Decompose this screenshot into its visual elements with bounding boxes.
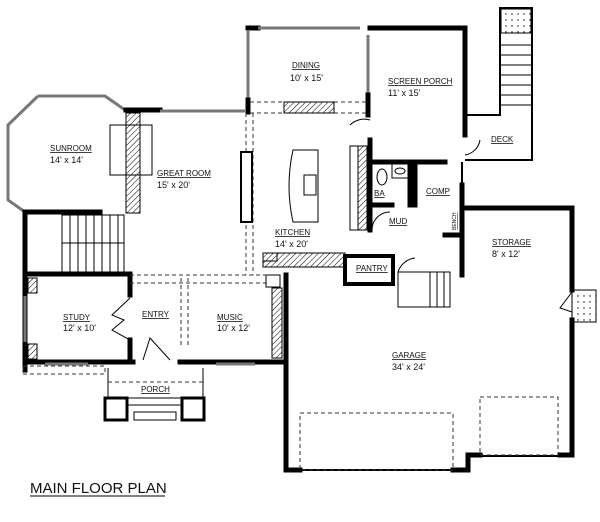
- room-label-storage: STORAGE: [492, 238, 531, 247]
- fireplace: [109, 112, 153, 214]
- room-label-entry: ENTRY: [142, 310, 170, 319]
- room-label-mud: MUD: [389, 217, 407, 226]
- room-dims-sunroom: 14' x 14': [50, 155, 83, 165]
- kitchen-fixtures: [240, 113, 368, 275]
- room-dims-screen-porch: 11' x 15': [388, 88, 421, 98]
- pantry-walls: [343, 254, 395, 286]
- bench-label: BENCH: [452, 212, 458, 230]
- room-label-bath: BA: [374, 189, 385, 198]
- room-dims-garage: 34' x 24': [392, 362, 425, 372]
- room-label-dining: DINING: [292, 61, 320, 70]
- room-dims-dining: 10' x 15': [290, 73, 323, 83]
- room-label-comp: COMP: [426, 187, 450, 196]
- room-label-great-room: GREAT ROOM: [157, 169, 211, 178]
- room-dims-study: 12' x 10': [63, 323, 96, 333]
- room-dims-great-room: 15' x 20': [157, 180, 190, 190]
- room-label-screen-porch: SCREEN PORCH: [388, 77, 453, 86]
- plan-title: MAIN FLOOR PLAN: [30, 480, 167, 497]
- front-porch: [22, 365, 206, 422]
- room-label-kitchen: KITCHEN: [275, 228, 310, 237]
- garage-walls: [265, 205, 597, 473]
- room-label-music: MUSIC: [217, 313, 243, 322]
- room-label-pantry: PANTRY: [356, 264, 388, 273]
- room-dims-kitchen: 14' x 20': [275, 239, 308, 249]
- room-label-porch: PORCH: [141, 385, 170, 394]
- room-label-sunroom: SUNROOM: [50, 144, 92, 153]
- front-rooms-walls: [22, 271, 289, 366]
- room-dims-music: 10' x 12': [217, 323, 250, 333]
- mud-bath-walls: [367, 159, 465, 278]
- room-dims-storage: 8' x 12': [492, 249, 520, 259]
- dining-walls: [245, 25, 371, 118]
- deck: [464, 7, 533, 161]
- room-label-deck: DECK: [491, 135, 514, 144]
- room-label-study: STUDY: [63, 313, 91, 322]
- garage-stair: [397, 257, 451, 308]
- main-stair: [22, 209, 125, 373]
- sunroom-walls: [6, 94, 163, 215]
- room-label-garage: GARAGE: [392, 351, 426, 360]
